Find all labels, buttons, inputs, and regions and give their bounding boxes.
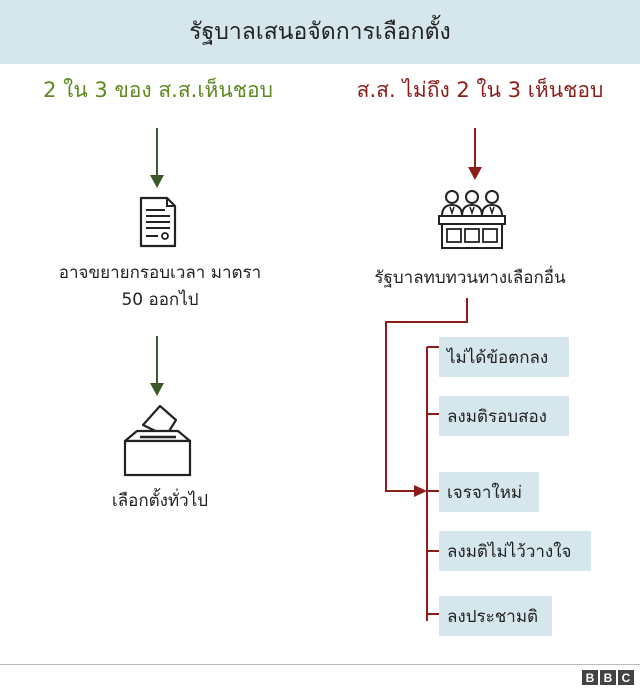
footer-divider [0, 664, 640, 665]
right-branch-title: ส.ส. ไม่ถึง 2 ใน 3 เห็นชอบ [356, 77, 604, 102]
diagram-title: รัฐบาลเสนอจัดการเลือกตั้ง [189, 19, 451, 45]
left-step-1: อาจขยายกรอบเวลา มาตรา 50 ออกไป [30, 260, 290, 314]
left-arrow-1 [150, 128, 164, 188]
options-connector [385, 298, 468, 621]
bbc-logo: B B C [582, 670, 634, 685]
left-arrow-2 [150, 336, 164, 396]
right-arrow-1 [468, 128, 482, 180]
ballot-box-icon [123, 404, 192, 477]
connector-arrowhead [414, 485, 427, 497]
document-icon [139, 196, 177, 248]
option-renegotiate: เจรจาใหม่ [439, 472, 539, 512]
right-step-1: รัฐบาลทบทวนทางเลือกอื่น [374, 268, 566, 288]
left-step-1-line-1: อาจขยายกรอบเวลา มาตรา [58, 263, 262, 283]
parliament-icon [438, 190, 506, 249]
bbc-logo-letter-3: C [618, 670, 634, 685]
left-step-2: เลือกตั้งทั่วไป [111, 491, 209, 511]
bbc-logo-letter-1: B [582, 670, 598, 685]
option-second-vote: ลงมติรอบสอง [439, 396, 569, 436]
option-no-confidence-vote: ลงมติไม่ไว้วางใจ [439, 531, 591, 571]
option-no-agreement: ไม่ได้ข้อตกลง [439, 337, 569, 377]
left-step-1-line-2: 50 ออกไป [121, 290, 199, 310]
bbc-logo-letter-2: B [600, 670, 616, 685]
left-branch-title: 2 ใน 3 ของ ส.ส.เห็นชอบ [43, 77, 273, 102]
option-referendum: ลงประชามติ [439, 596, 552, 636]
diagram-title-bar: รัฐบาลเสนอจัดการเลือกตั้ง [0, 0, 640, 64]
